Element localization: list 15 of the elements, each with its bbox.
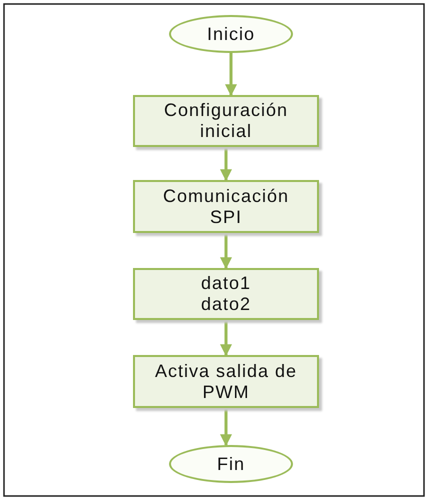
arrow — [220, 320, 232, 356]
node-label: Comunicación SPI — [162, 186, 290, 228]
process-box — [133, 355, 319, 408]
arrow — [225, 53, 237, 96]
node-label: dato1 dato2 — [200, 273, 252, 315]
arrow — [220, 147, 232, 182]
process-box — [133, 268, 319, 320]
node-label: Configuración inicial — [162, 100, 290, 142]
node-label: Activa salida de PWM — [154, 360, 298, 402]
arrow — [220, 233, 232, 270]
node-label: Inicio — [206, 24, 256, 44]
process-box — [133, 180, 319, 233]
node-label: Fin — [216, 454, 245, 474]
process-box — [133, 95, 319, 147]
arrow — [220, 408, 232, 446]
